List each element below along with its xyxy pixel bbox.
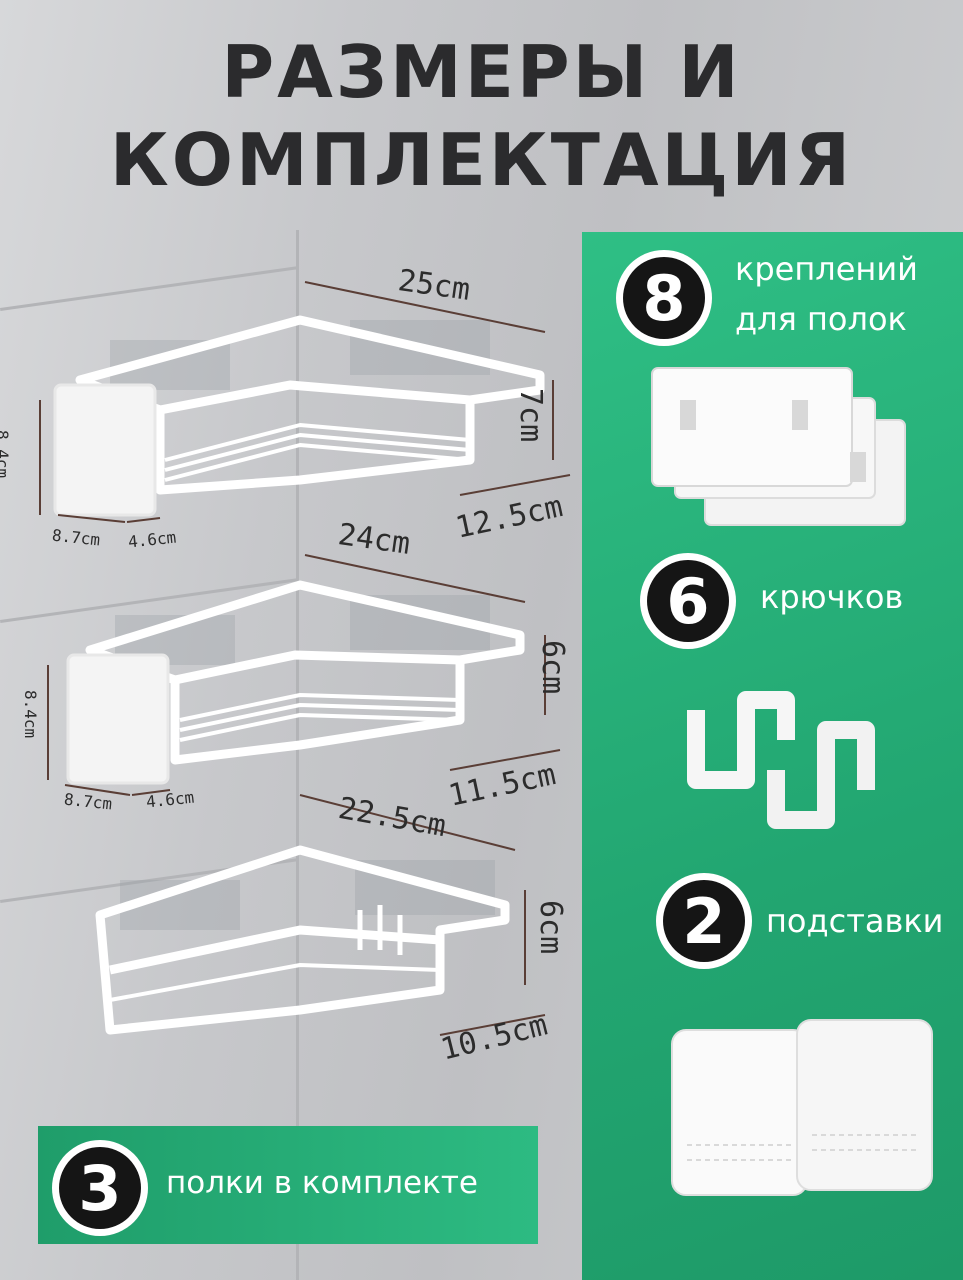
shelf-3 (95, 845, 510, 1035)
stands-image (671, 1019, 933, 1196)
shelf3-height-label: 6cm (533, 900, 568, 955)
shelves-illustration (39, 281, 571, 1036)
hooks-label: крючков (760, 578, 904, 616)
mount-plates-image (651, 367, 906, 526)
mounts-count: 8 (623, 257, 705, 339)
shelves-count-badge: 3 (52, 1140, 148, 1236)
mounts-count-badge: 8 (616, 250, 712, 346)
mounts-label-line2: для полок (735, 300, 907, 338)
stands-count-badge: 2 (656, 873, 752, 969)
shelf2-cup-height-label: 8.4cm (21, 690, 40, 739)
tile-corner-joint (296, 230, 299, 1280)
mounts-label-line1: креплений (735, 250, 918, 288)
shelves-count: 3 (59, 1147, 141, 1229)
shelf-2 (66, 580, 525, 785)
shelf1-height-label: 7cm (513, 388, 548, 443)
dimension-lines (39, 281, 571, 1036)
hooks-image (687, 691, 875, 829)
page-title-line1: РАЗМЕРЫ И (221, 30, 742, 114)
page-title-line2: КОМПЛЕКТАЦИЯ (109, 118, 854, 202)
stands-count: 2 (663, 880, 745, 962)
stands-label: подставки (766, 902, 944, 940)
shelf2-height-label: 6cm (535, 640, 570, 695)
shelf1-cup-height-label: 8.4cm (0, 430, 12, 479)
hooks-count-badge: 6 (640, 553, 736, 649)
hooks-count: 6 (647, 560, 729, 642)
shelves-count-label: полки в комплекте (166, 1165, 478, 1201)
shelf-1 (53, 315, 545, 517)
